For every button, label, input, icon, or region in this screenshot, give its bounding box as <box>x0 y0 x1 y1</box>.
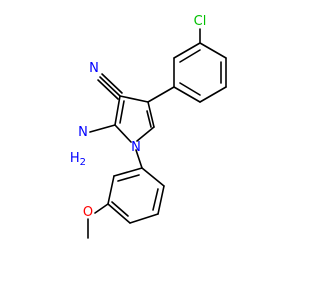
bond <box>157 185 165 215</box>
bond <box>94 203 109 214</box>
bond <box>152 188 159 211</box>
bond <box>99 76 121 97</box>
bond <box>199 86 227 103</box>
bond <box>119 100 125 124</box>
bond <box>199 42 227 59</box>
atom-label-layer: Cl N H2 N N O <box>70 14 207 220</box>
bond <box>117 174 140 182</box>
ring-nitrogen-label: N <box>131 140 141 155</box>
bond <box>111 201 129 217</box>
bond <box>173 86 201 103</box>
nitrile-nitrogen-label: N <box>89 61 99 76</box>
amine-label: H2 <box>70 151 86 168</box>
bond <box>146 110 152 128</box>
bond <box>119 95 149 103</box>
bond <box>107 175 115 205</box>
bond <box>173 42 201 59</box>
bond <box>113 167 143 177</box>
methoxy-oxygen-label: O <box>83 205 93 220</box>
bond-layer <box>87 28 227 239</box>
bond <box>114 124 132 143</box>
bond <box>129 213 159 224</box>
molecule-structure: Cl N H2 N N O <box>70 14 227 239</box>
bond <box>107 203 131 224</box>
bond <box>147 86 175 103</box>
bond <box>179 82 201 96</box>
bond <box>147 101 155 128</box>
amine-nitrogen-label: N <box>78 125 88 140</box>
amine-subscript: 2 <box>80 157 86 168</box>
bond <box>136 126 155 142</box>
bond <box>141 167 165 187</box>
bond <box>101 73 123 94</box>
chlorine-label: Cl <box>194 14 207 29</box>
bond <box>179 49 201 63</box>
bond <box>89 124 116 133</box>
bond <box>114 95 121 126</box>
amine-hydrogen: H <box>70 151 80 166</box>
bond <box>135 149 143 169</box>
bond <box>97 79 119 100</box>
